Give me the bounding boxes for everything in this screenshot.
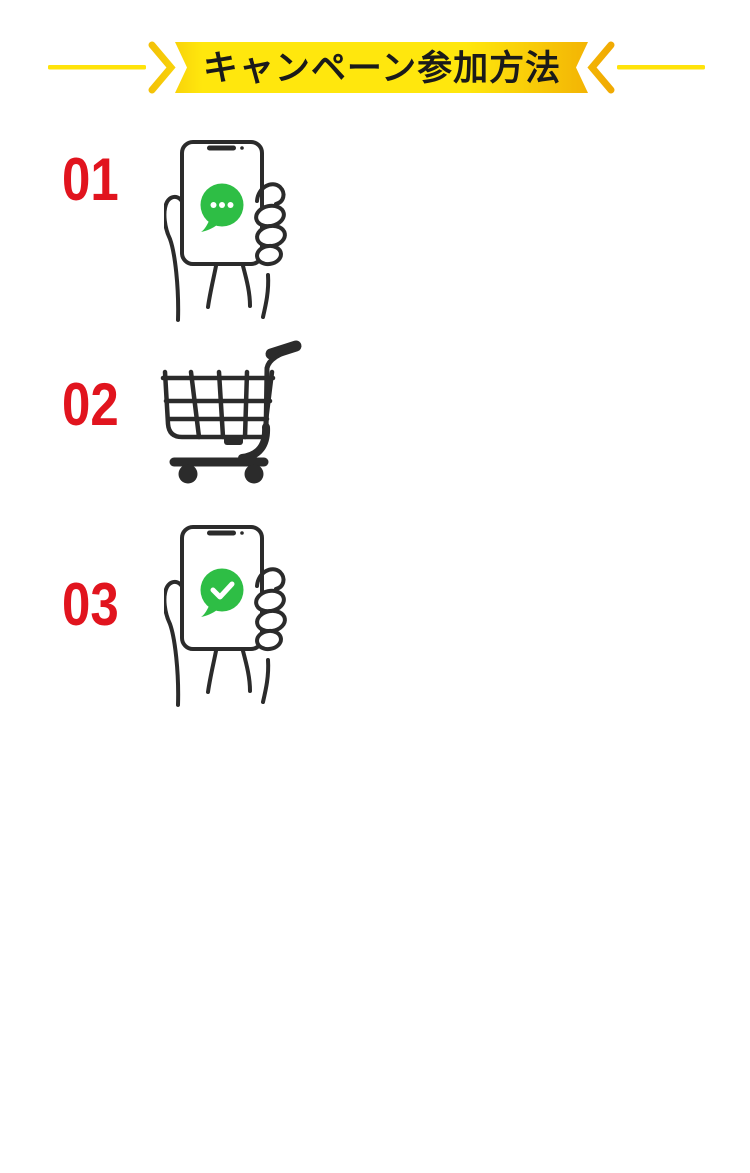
thumb-outline bbox=[164, 579, 186, 707]
cart-basket-right bbox=[261, 369, 275, 440]
knuckle bbox=[255, 243, 283, 267]
phone-speaker bbox=[207, 145, 236, 151]
banner-ribbon bbox=[175, 42, 588, 93]
cart-wheel bbox=[244, 464, 264, 484]
banner-left-chevron-icon bbox=[148, 41, 176, 94]
banner-right-chevron-icon bbox=[587, 41, 615, 94]
right-wrist bbox=[261, 273, 271, 319]
step-number-02: 02 bbox=[62, 371, 119, 438]
banner-title: キャンペーン参加方法 bbox=[203, 49, 561, 88]
phone-check-icon bbox=[164, 525, 287, 707]
thumb-outline bbox=[164, 194, 186, 322]
cart-outline bbox=[160, 340, 302, 484]
finger-crease bbox=[241, 649, 252, 693]
cart-post bbox=[242, 369, 250, 440]
cart-wheel bbox=[178, 464, 198, 484]
hand-holding-phone bbox=[164, 140, 287, 322]
phone-chat-icon bbox=[164, 140, 287, 322]
knuckle bbox=[255, 628, 283, 652]
step-number-03: 03 bbox=[62, 571, 119, 638]
index-finger bbox=[255, 182, 286, 206]
finger-crease bbox=[241, 264, 252, 308]
cart-post bbox=[216, 369, 226, 440]
check-mark-icon bbox=[210, 581, 235, 600]
chat-bubble-icon bbox=[200, 568, 244, 617]
chat-dots bbox=[210, 202, 234, 208]
campaign-banner: キャンペーン参加方法 bbox=[48, 41, 705, 94]
cart-handle bbox=[263, 346, 295, 436]
cart-basket-left-bottom bbox=[162, 369, 266, 440]
phone-camera-dot bbox=[240, 531, 244, 535]
index-finger bbox=[255, 567, 286, 591]
palm-crease bbox=[206, 649, 218, 694]
cart-post bbox=[188, 369, 202, 440]
phone-camera-dot bbox=[240, 146, 244, 150]
palm-crease bbox=[206, 264, 218, 309]
banner-right-line bbox=[617, 65, 705, 70]
step-number-01: 01 bbox=[62, 146, 119, 213]
right-wrist bbox=[261, 658, 271, 704]
cart-tab bbox=[224, 435, 243, 445]
hand-holding-phone bbox=[164, 525, 287, 707]
shopping-cart-icon bbox=[160, 340, 302, 484]
banner-left-line bbox=[48, 65, 146, 70]
phone-speaker bbox=[207, 530, 236, 536]
